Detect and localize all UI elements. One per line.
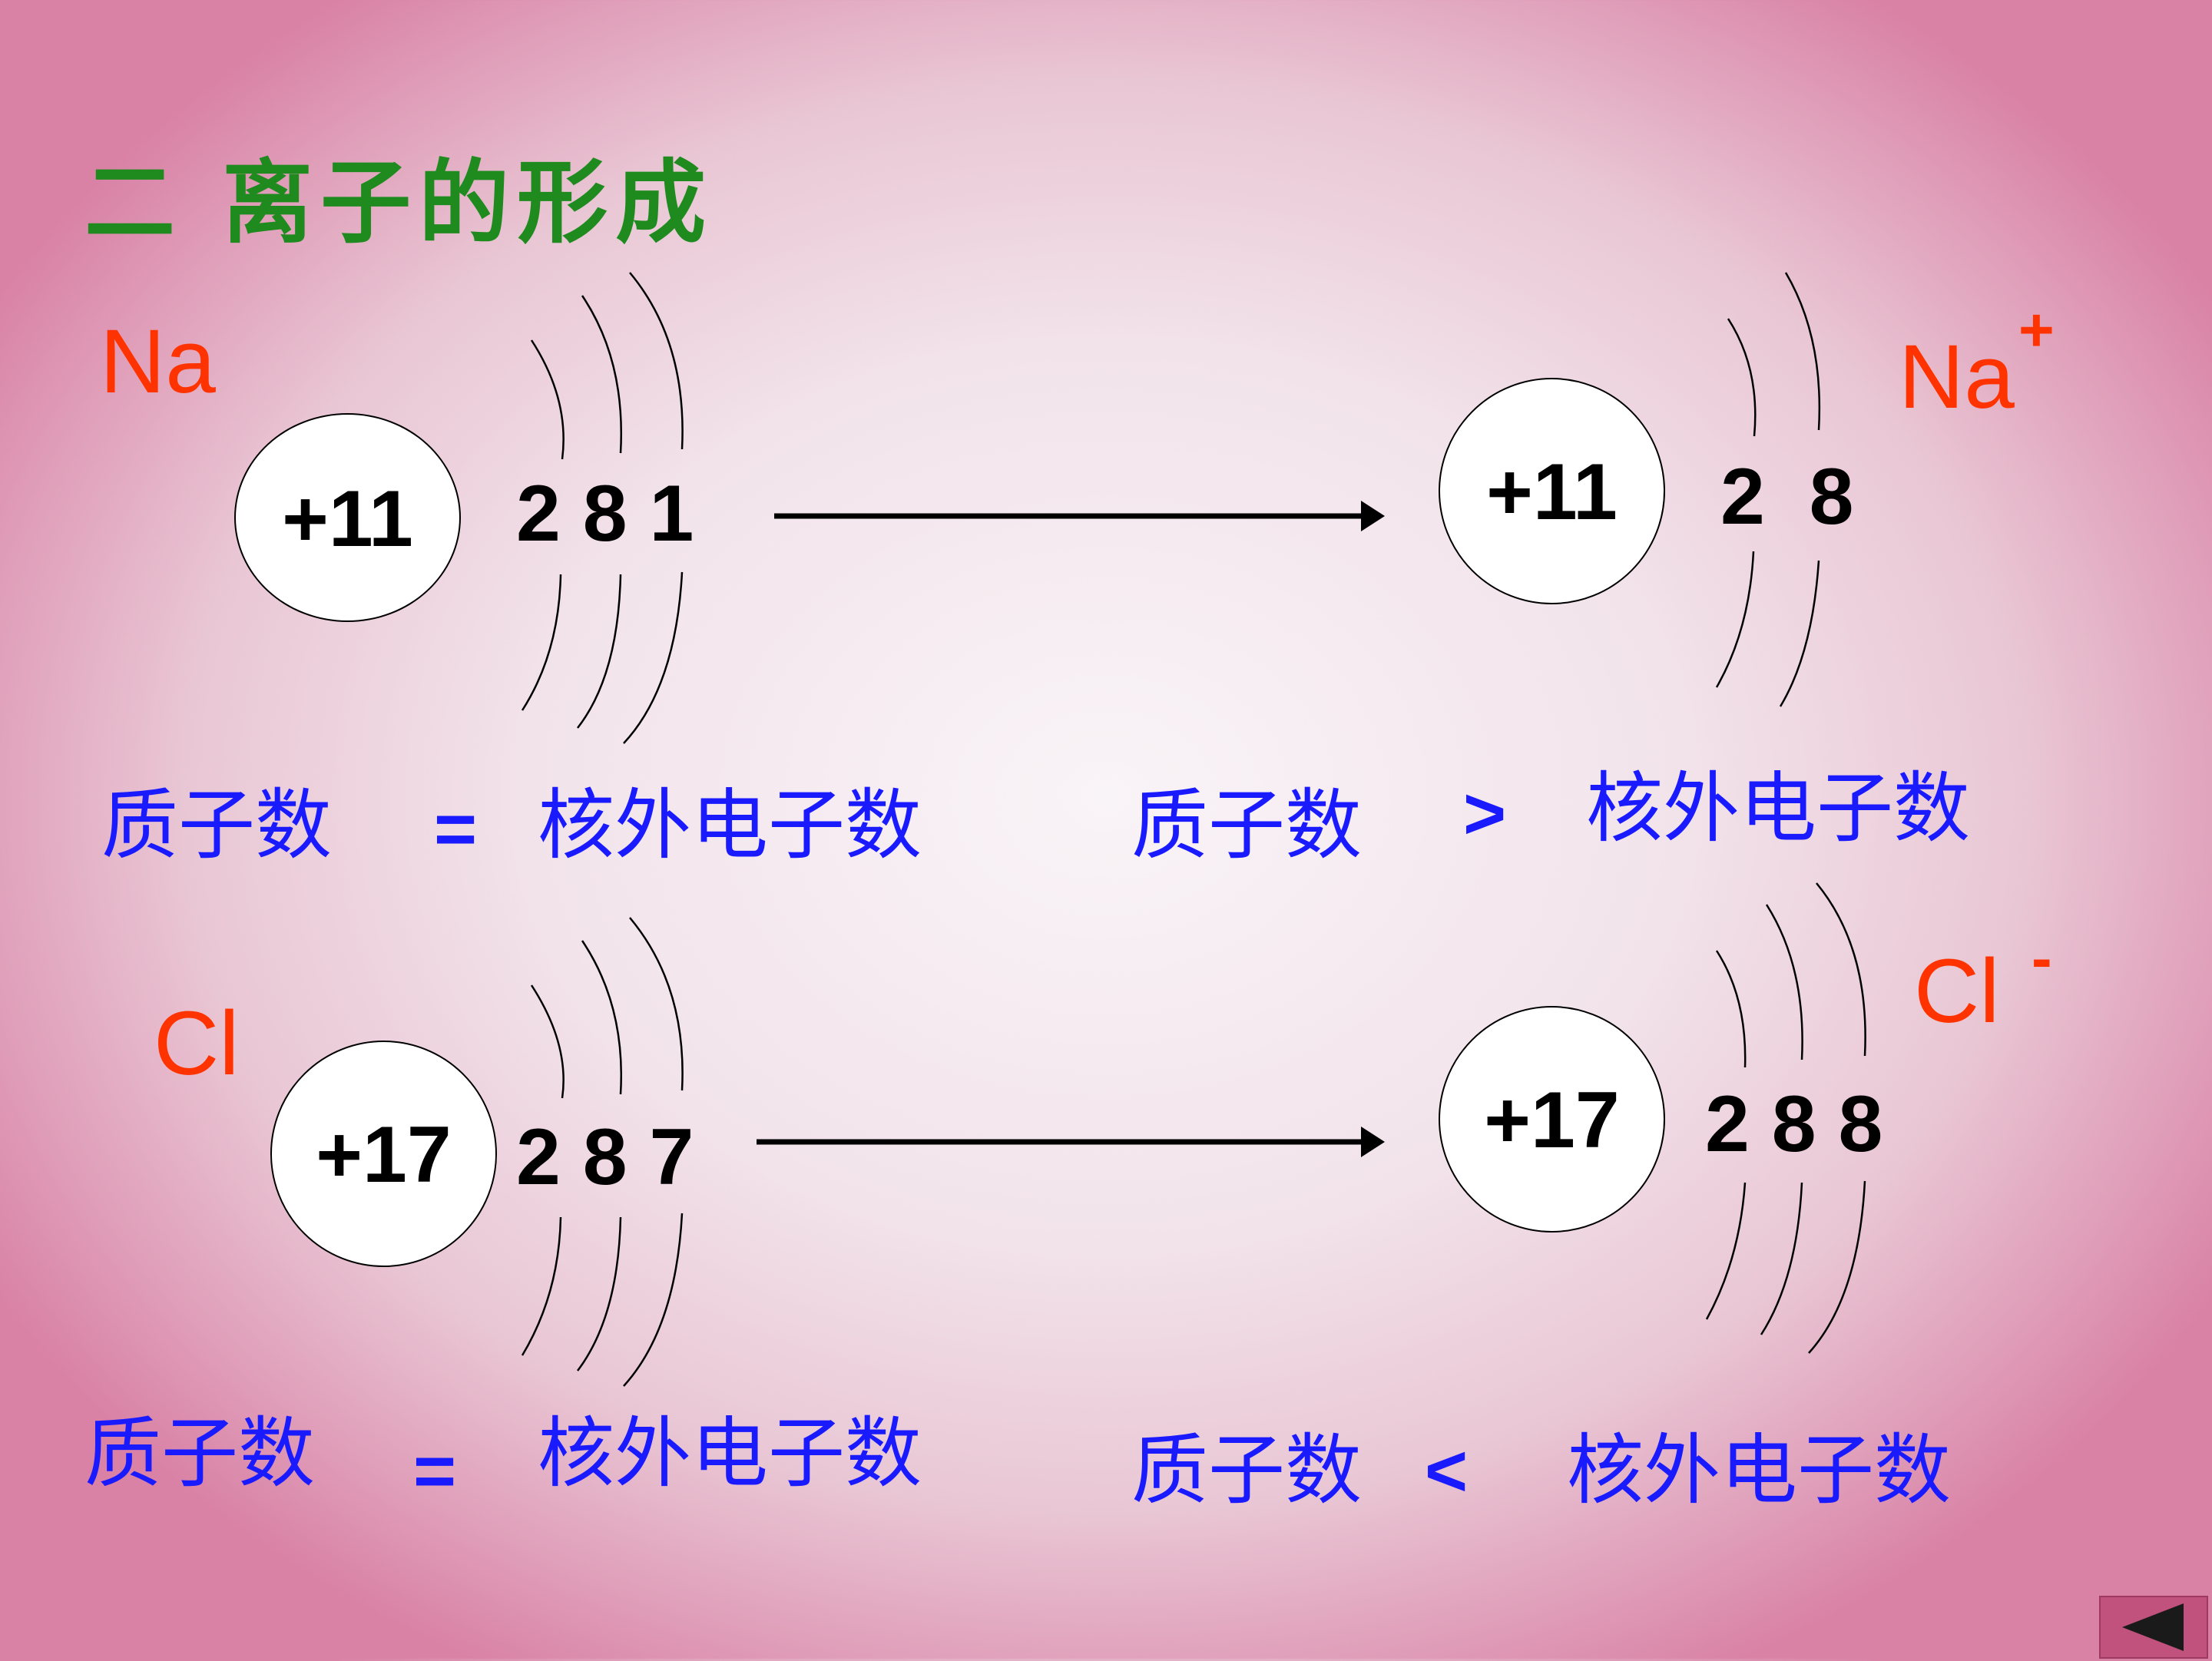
triangle-left-icon [2122, 1603, 2184, 1651]
shell-arc [629, 272, 684, 450]
sodium-atom-proton-label: 质子数 [101, 780, 332, 870]
sodium-ion-electron-config: 2 8 [1720, 452, 1854, 541]
shell-arc [581, 940, 622, 1095]
sodium-ion-electron-label: 核外电子数 [1586, 763, 1970, 853]
chlorine-atom-symbol: Cl [154, 993, 240, 1094]
shell-arc [1715, 950, 1747, 1068]
chlorine-ion-electron-label: 核外电子数 [1567, 1425, 1951, 1515]
chlorine-atom-electron-config: 2 8 7 [516, 1113, 694, 1202]
shell-arc [1705, 1182, 1747, 1320]
chlorine-ion-nucleus: +17 [1439, 1006, 1665, 1233]
shell-arc [1779, 560, 1820, 707]
shell-arc [1760, 1182, 1803, 1335]
shell-arc [1765, 904, 1803, 1060]
shell-arc [1784, 272, 1821, 431]
shell-arc [623, 571, 684, 744]
sodium-atom-nucleus: +11 [234, 413, 461, 622]
nucleus-charge: +11 [1486, 448, 1618, 537]
chlorine-ion-symbol: Cl [1914, 941, 2000, 1042]
chlorine-ion-electron-config: 2 8 8 [1705, 1080, 1883, 1169]
chlorine-atom-electron-label: 核外电子数 [538, 1408, 922, 1498]
sodium-ion-charge: + [2018, 296, 2055, 364]
sodium-atom-electron-config: 2 8 1 [516, 469, 694, 558]
nucleus-charge: +11 [282, 475, 413, 564]
chlorine-ion-operator: < [1425, 1430, 1469, 1512]
shell-arc [1816, 882, 1866, 1057]
nucleus-charge: +17 [1484, 1076, 1620, 1165]
chlorine-atom-nucleus: +17 [270, 1041, 497, 1267]
previous-slide-button[interactable] [2099, 1596, 2208, 1659]
sodium-ion-proton-label: 质子数 [1131, 780, 1362, 870]
shell-arc [577, 574, 622, 729]
slide-title: 二 离子的形成 [84, 150, 714, 256]
shell-arc [530, 339, 565, 460]
sodium-ion-symbol: Na [1899, 326, 2015, 428]
shell-arc [577, 1216, 622, 1371]
chlorine-ion-proton-label: 质子数 [1131, 1425, 1362, 1515]
shell-arc [530, 984, 565, 1099]
arrow-head-icon [1361, 1127, 1385, 1157]
shell-arc [1727, 318, 1757, 437]
shell-arc [1715, 551, 1755, 688]
chlorine-atom-operator: = [413, 1430, 457, 1512]
arrow-head-icon [1361, 501, 1385, 531]
sodium-ion-operator: > [1463, 773, 1507, 855]
sodium-ion-nucleus: +11 [1439, 378, 1665, 604]
sodium-atom-symbol: Na [100, 311, 216, 412]
nucleus-charge: +17 [316, 1110, 452, 1199]
shell-arc [581, 295, 622, 454]
shell-arc [1808, 1180, 1866, 1354]
shell-arc [521, 574, 562, 711]
chlorine-atom-proton-label: 质子数 [84, 1408, 315, 1498]
chlorine-ion-charge: - [2032, 924, 2052, 992]
sodium-atom-electron-label: 核外电子数 [538, 780, 922, 870]
shell-arc [623, 1213, 684, 1387]
shell-arc [521, 1216, 562, 1356]
sodium-atom-operator: = [434, 788, 478, 870]
shell-arc [629, 917, 684, 1091]
